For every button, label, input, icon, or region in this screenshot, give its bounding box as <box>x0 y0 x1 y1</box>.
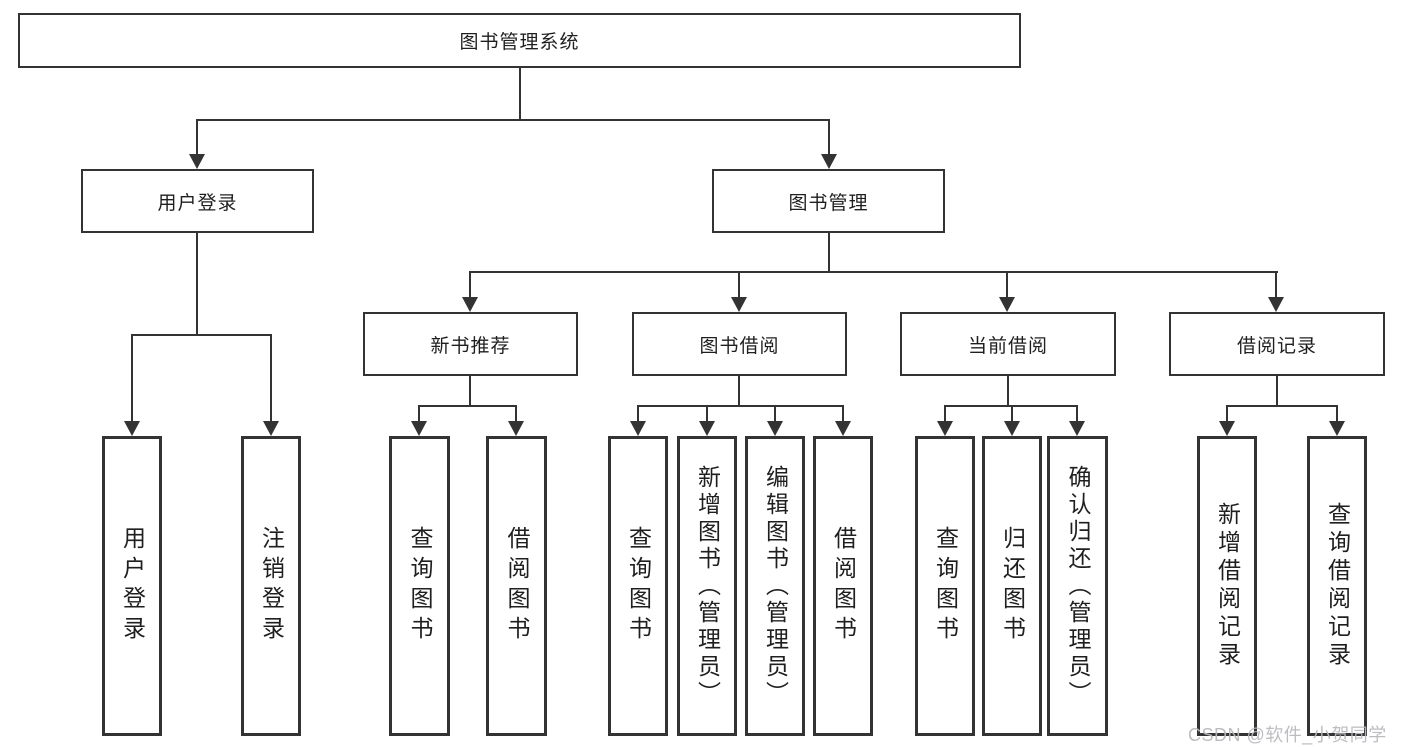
leaf-query-books-1: 查询图书 <box>389 436 450 736</box>
node-label: 注销登录 <box>258 526 285 646</box>
node-label: 归还图书 <box>999 526 1026 646</box>
connector-line <box>196 119 830 121</box>
arrowhead-down-icon <box>411 421 427 436</box>
connector-line <box>706 405 708 421</box>
arrowhead-down-icon <box>767 421 783 436</box>
leaf-confirm-return-admin: 确认归还（管理员） <box>1047 436 1108 736</box>
arrowhead-down-icon <box>630 421 646 436</box>
connector-line <box>637 405 844 407</box>
connector-line <box>270 334 272 422</box>
node-label: 新增借阅记录 <box>1214 502 1241 670</box>
node-label: 当前借阅 <box>967 335 1048 357</box>
connector-line <box>469 271 1278 273</box>
connector-line <box>469 376 471 407</box>
leaf-query-books-2: 查询图书 <box>608 436 668 736</box>
arrowhead-down-icon <box>1004 421 1020 436</box>
node-label: 新增图书（管理员） <box>694 464 721 708</box>
connector-line <box>828 119 830 156</box>
connector-line <box>196 233 198 336</box>
node-label: 用户登录 <box>119 526 146 646</box>
arrowhead-down-icon <box>835 421 851 436</box>
connector-line <box>418 405 517 407</box>
arrowhead-down-icon <box>1219 421 1235 436</box>
arrowhead-down-icon <box>462 297 478 312</box>
node-label: 图书借阅 <box>699 335 780 357</box>
connector-line <box>131 334 133 422</box>
leaf-add-books-admin: 新增图书（管理员） <box>677 436 737 736</box>
connector-line <box>774 405 776 421</box>
connector-line <box>738 271 740 298</box>
connector-line <box>519 68 521 121</box>
node-label: 编辑图书（管理员） <box>762 464 789 708</box>
connector-line <box>1226 405 1228 421</box>
node-root-library-system: 图书管理系统 <box>18 13 1021 68</box>
connector-line <box>131 334 272 336</box>
connector-line <box>1076 405 1078 421</box>
node-new-book-recommend: 新书推荐 <box>363 312 578 376</box>
arrowhead-down-icon <box>508 421 524 436</box>
connector-line <box>738 376 740 407</box>
leaf-user-login: 用户登录 <box>102 436 162 736</box>
node-current-borrow: 当前借阅 <box>900 312 1116 376</box>
leaf-return-books: 归还图书 <box>982 436 1042 736</box>
node-book-borrow: 图书借阅 <box>632 312 847 376</box>
leaf-add-borrow-record: 新增借阅记录 <box>1197 436 1257 736</box>
connector-line <box>1006 271 1008 298</box>
csdn-watermark: CSDN @软件_小贺同学 <box>1188 725 1387 745</box>
arrowhead-down-icon <box>731 297 747 312</box>
arrowhead-down-icon <box>821 154 837 169</box>
leaf-borrow-books-1: 借阅图书 <box>486 436 547 736</box>
connector-line <box>1276 376 1278 407</box>
node-user-login: 用户登录 <box>81 169 314 233</box>
arrowhead-down-icon <box>699 421 715 436</box>
node-label: 借阅记录 <box>1236 335 1317 357</box>
node-label: 图书管理系统 <box>459 32 580 53</box>
node-label: 查询图书 <box>407 526 433 646</box>
node-label: 查询借阅记录 <box>1324 502 1351 670</box>
leaf-logout: 注销登录 <box>241 436 301 736</box>
arrowhead-down-icon <box>1069 421 1085 436</box>
node-label: 确认归还（管理员） <box>1065 464 1091 708</box>
connector-line <box>515 405 517 421</box>
node-label: 用户登录 <box>157 192 238 214</box>
connector-line <box>418 405 420 421</box>
connector-line <box>469 271 471 298</box>
arrowhead-down-icon <box>1268 297 1284 312</box>
node-label: 图书管理 <box>788 192 869 214</box>
connector-line <box>1336 405 1338 421</box>
node-label: 查询图书 <box>625 526 652 646</box>
connector-line <box>842 405 844 421</box>
arrowhead-down-icon <box>263 421 279 436</box>
connector-line <box>944 405 946 421</box>
connector-line <box>1275 271 1277 298</box>
connector-line <box>196 119 198 156</box>
connector-line <box>828 233 830 273</box>
arrowhead-down-icon <box>937 421 953 436</box>
node-borrow-record: 借阅记录 <box>1169 312 1385 376</box>
arrowhead-down-icon <box>189 154 205 169</box>
node-label: 新书推荐 <box>430 335 511 357</box>
connector-line <box>637 405 639 421</box>
connector-line <box>1011 405 1013 421</box>
leaf-query-books-3: 查询图书 <box>915 436 975 736</box>
node-label: 借阅图书 <box>504 526 530 646</box>
connector-line <box>1007 376 1009 407</box>
leaf-edit-books-admin: 编辑图书（管理员） <box>745 436 805 736</box>
node-label: 借阅图书 <box>830 526 857 646</box>
arrowhead-down-icon <box>999 297 1015 312</box>
arrowhead-down-icon <box>1329 421 1345 436</box>
arrowhead-down-icon <box>124 421 140 436</box>
connector-line <box>1226 405 1338 407</box>
node-label: 查询图书 <box>932 526 959 646</box>
node-book-management: 图书管理 <box>712 169 945 233</box>
leaf-borrow-books-2: 借阅图书 <box>813 436 873 736</box>
leaf-query-borrow-record: 查询借阅记录 <box>1307 436 1367 736</box>
